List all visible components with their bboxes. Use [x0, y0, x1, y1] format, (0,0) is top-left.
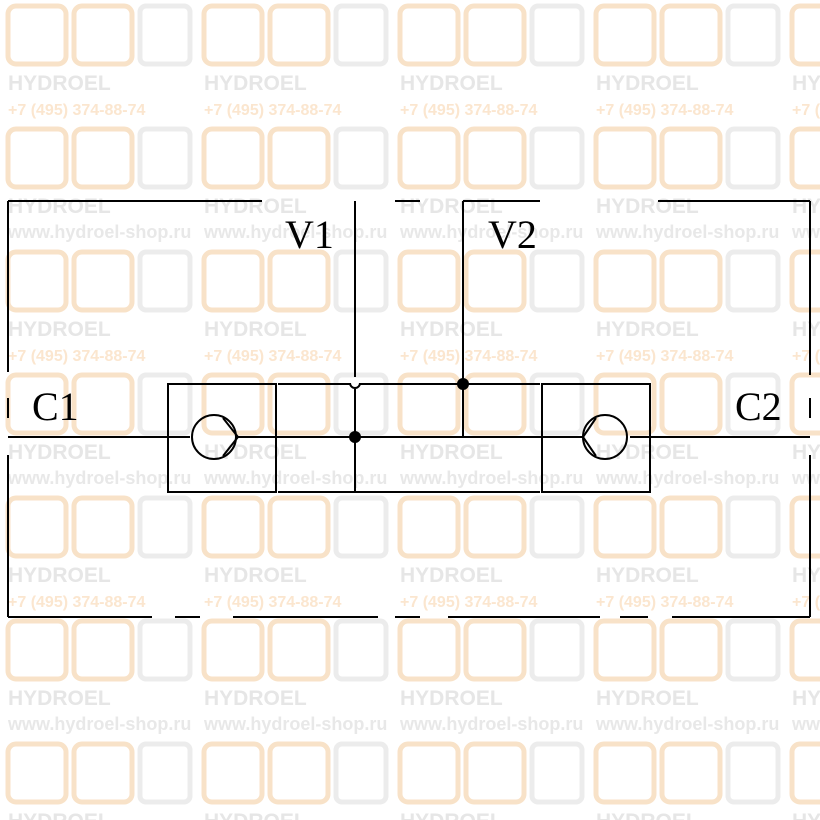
pilot-lines	[278, 201, 540, 493]
enclosure-outline	[7, 200, 811, 618]
check-valve-left	[167, 383, 277, 493]
junction-dot-v2	[457, 378, 469, 390]
junction-dots	[349, 378, 469, 443]
port-label-v2: V2	[488, 212, 537, 257]
port-label-v1: V1	[285, 212, 334, 257]
port-label-c1: C1	[32, 384, 79, 429]
port-label-c2: C2	[735, 384, 782, 429]
junction-dot-v1	[349, 431, 361, 443]
check-valve-right	[541, 383, 651, 493]
